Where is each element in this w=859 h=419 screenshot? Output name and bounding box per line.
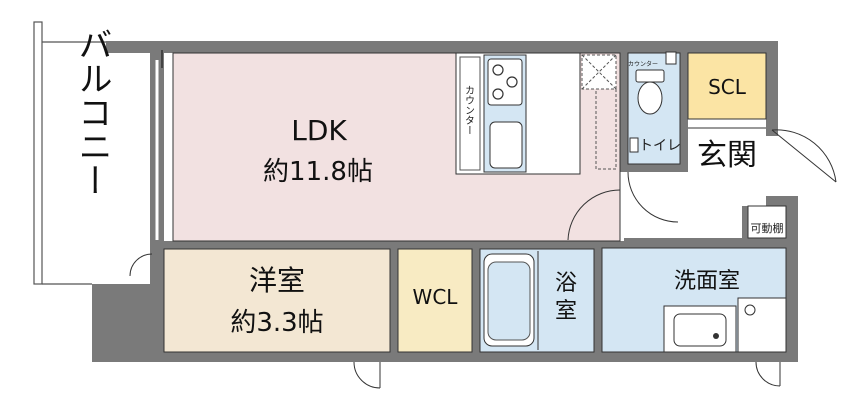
door-swing-icon xyxy=(129,129,837,389)
western-room xyxy=(163,248,391,353)
ldk-size: 約11.8帖 xyxy=(263,157,373,187)
wcl-room xyxy=(397,248,473,353)
scl-room xyxy=(687,52,767,120)
balcony-label-1: バルコニー xyxy=(72,27,112,197)
counter-small-label: カウンター xyxy=(628,60,658,68)
balcony-area xyxy=(33,21,106,285)
wcl-label: WCL xyxy=(413,285,459,309)
kitchen-counter xyxy=(455,52,617,175)
sink-icon xyxy=(489,121,523,169)
western-size: 約3.3帖 xyxy=(230,308,323,338)
bath-label-2: 室 xyxy=(555,299,577,324)
shelf-label: 可動棚 xyxy=(751,221,784,235)
stove-icon xyxy=(487,58,523,106)
washroom-label: 洗面室 xyxy=(674,269,740,294)
washer-icon xyxy=(737,297,787,353)
shelf-area xyxy=(747,205,787,239)
ldk-name: LDK xyxy=(291,114,347,147)
bath-label-1: 浴 xyxy=(555,271,577,296)
toilet-label: トイレ xyxy=(639,138,681,154)
counter-vertical-label: カウンター xyxy=(463,85,475,135)
toilet-icon xyxy=(629,69,665,153)
scl-label: SCL xyxy=(708,75,747,99)
entrance-area xyxy=(688,128,766,188)
entrance-label: 玄関 xyxy=(697,138,757,173)
western-name: 洋室 xyxy=(249,264,305,297)
washbasin-icon xyxy=(663,305,737,353)
